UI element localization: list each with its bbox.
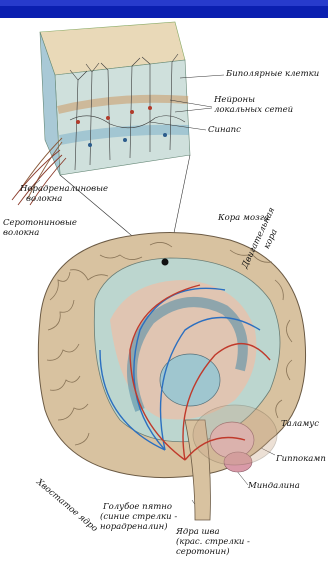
label-raphe-2: (крас. стрелки - xyxy=(176,538,250,547)
label-serotonin-1: Серотониновые xyxy=(3,219,77,228)
label-local-neurons-1: Нейроны xyxy=(214,96,255,105)
cortex-marker xyxy=(162,259,169,266)
label-noradrenaline-1: Норадреналиновые xyxy=(20,185,108,194)
label-raphe-3: серотонин) xyxy=(176,548,230,557)
label-raphe-1: Ядра шва xyxy=(176,528,220,537)
label-thalamus: Таламус xyxy=(281,420,319,429)
label-bipolar-cells: Биполярные клетки xyxy=(226,70,319,79)
label-locus-2: (синие стрелки - xyxy=(100,513,177,522)
label-amygdala: Миндалина xyxy=(248,482,300,491)
label-serotonin-2: волокна xyxy=(3,229,39,238)
label-noradrenaline-2: волокна xyxy=(26,195,62,204)
label-locus-3: норадреналин) xyxy=(100,523,168,532)
label-locus-1: Голубое пятно xyxy=(103,503,172,512)
cortex-block xyxy=(40,22,190,175)
label-hippocampus: Гиппокамп xyxy=(276,455,326,464)
label-local-neurons-2: локальных сетей xyxy=(214,106,293,115)
label-synapse: Синапс xyxy=(208,126,241,135)
brain xyxy=(38,233,305,521)
